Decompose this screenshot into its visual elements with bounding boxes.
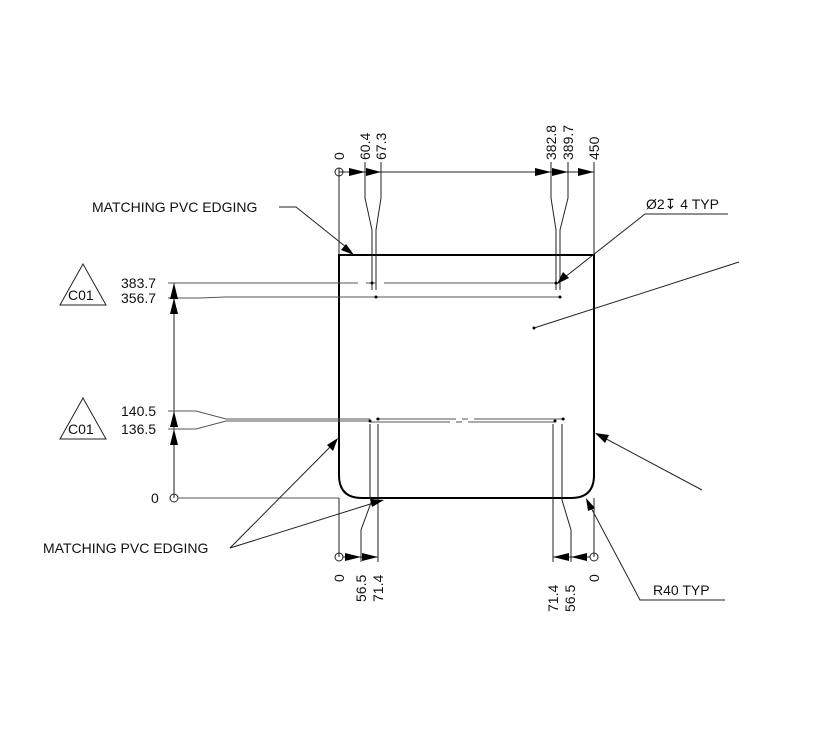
left-ordinate-dimension: 383.7 356.7 140.5 136.5 0 bbox=[121, 275, 565, 506]
bottom-right-ordinate-label: 56.5 bbox=[562, 585, 578, 612]
bottom-left-ordinate-dimension: 0 56.5 71.4 bbox=[331, 424, 386, 602]
hole-callout-text: Ø2↧ 4 TYP bbox=[646, 196, 719, 212]
bottom-left-origin-label: 0 bbox=[331, 574, 347, 582]
bottom-left-ordinate-label: 71.4 bbox=[370, 575, 386, 602]
radius-callout: R40 TYP bbox=[586, 498, 725, 601]
hole-callout: Ø2↧ 4 TYP bbox=[557, 196, 728, 284]
edging-callout-top: MATCHING PVC EDGING bbox=[92, 199, 354, 255]
bottom-right-ordinate-label: 71.4 bbox=[545, 585, 561, 612]
top-ordinate-label: 67.3 bbox=[373, 133, 389, 160]
panel-outline bbox=[338, 254, 595, 499]
bottom-right-origin-label: 0 bbox=[586, 574, 602, 582]
left-ordinate-label: 356.7 bbox=[121, 290, 156, 306]
edging-callout-bottom: MATCHING PVC EDGING bbox=[43, 438, 384, 556]
left-ordinate-label: 136.5 bbox=[121, 421, 156, 437]
left-ordinate-origin-label: 0 bbox=[151, 490, 159, 506]
bottom-left-ordinate-label: 56.5 bbox=[353, 575, 369, 602]
radius-callout-text: R40 TYP bbox=[653, 582, 710, 598]
section-marker-label: C01 bbox=[68, 421, 94, 437]
leader-lines-right bbox=[533, 261, 740, 491]
edging-callout-top-text: MATCHING PVC EDGING bbox=[92, 199, 257, 215]
section-marker-label: C01 bbox=[68, 287, 94, 303]
section-marker[interactable]: C01 bbox=[59, 262, 107, 306]
top-ordinate-dimension: 0 60.4 67.3 382.8 389.7 450 bbox=[331, 125, 602, 290]
left-ordinate-label: 140.5 bbox=[121, 403, 156, 419]
top-ordinate-label: 60.4 bbox=[357, 133, 373, 160]
left-ordinate-label: 383.7 bbox=[121, 275, 156, 291]
hole-markers bbox=[368, 281, 565, 423]
top-ordinate-label: 389.7 bbox=[560, 125, 576, 160]
edging-callout-bottom-text: MATCHING PVC EDGING bbox=[43, 540, 208, 556]
top-ordinate-origin-label: 0 bbox=[331, 152, 347, 160]
bottom-right-ordinate-dimension: 71.4 56.5 0 bbox=[545, 424, 602, 612]
top-ordinate-label: 450 bbox=[586, 136, 602, 160]
top-ordinate-label: 382.8 bbox=[543, 125, 559, 160]
section-marker[interactable]: C01 bbox=[59, 396, 107, 440]
